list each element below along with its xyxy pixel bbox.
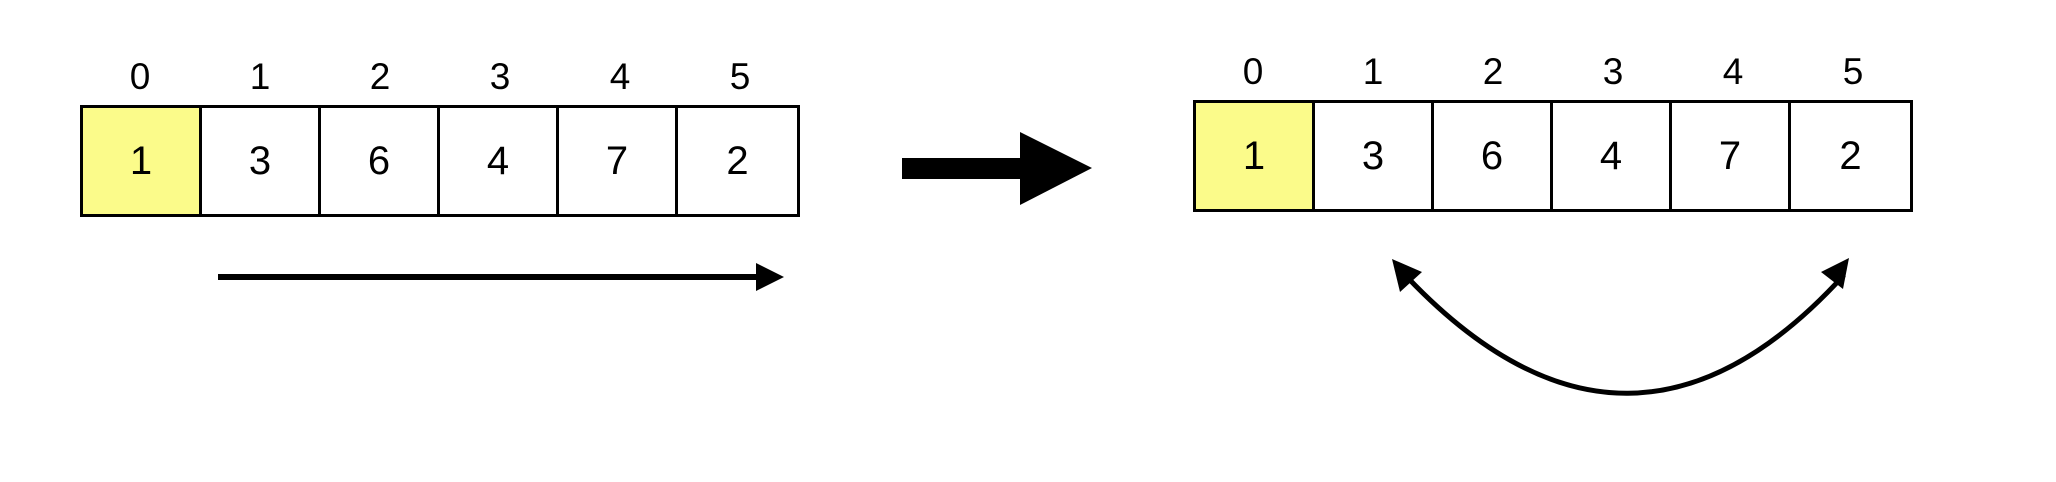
index-row: 0 1 2 3 4 5 <box>80 57 800 97</box>
array-cell-highlighted: 1 <box>1196 103 1315 209</box>
array-cells: 1 3 6 4 7 2 <box>1193 100 1913 212</box>
swap-arrow <box>1392 258 1849 396</box>
array-cell: 7 <box>1672 103 1791 209</box>
array-before: 0 1 2 3 4 5 1 3 6 4 7 2 <box>80 57 800 217</box>
index-label: 4 <box>1722 51 1744 92</box>
index-label: 5 <box>1842 51 1864 92</box>
index-label: 3 <box>489 56 511 97</box>
array-cell: 2 <box>1791 103 1910 209</box>
array-cell: 3 <box>1315 103 1434 209</box>
index-label: 1 <box>249 56 271 97</box>
index-label: 5 <box>729 56 751 97</box>
array-cell: 6 <box>321 108 440 214</box>
array-cell: 6 <box>1434 103 1553 209</box>
array-cell: 4 <box>440 108 559 214</box>
index-label: 1 <box>1362 51 1384 92</box>
index-label: 4 <box>609 56 631 97</box>
index-label: 3 <box>1602 51 1624 92</box>
array-cells: 1 3 6 4 7 2 <box>80 105 800 217</box>
transition-arrow <box>902 132 1092 205</box>
array-cell: 7 <box>559 108 678 214</box>
index-label: 2 <box>1482 51 1504 92</box>
index-row: 0 1 2 3 4 5 <box>1193 52 1913 92</box>
array-cell: 3 <box>202 108 321 214</box>
array-cell: 4 <box>1553 103 1672 209</box>
array-cell: 2 <box>678 108 797 214</box>
array-cell-highlighted: 1 <box>83 108 202 214</box>
index-label: 0 <box>1242 51 1264 92</box>
index-label: 0 <box>129 56 151 97</box>
scan-arrow <box>218 263 784 291</box>
index-label: 2 <box>369 56 391 97</box>
array-after: 0 1 2 3 4 5 1 3 6 4 7 2 <box>1193 52 1913 212</box>
